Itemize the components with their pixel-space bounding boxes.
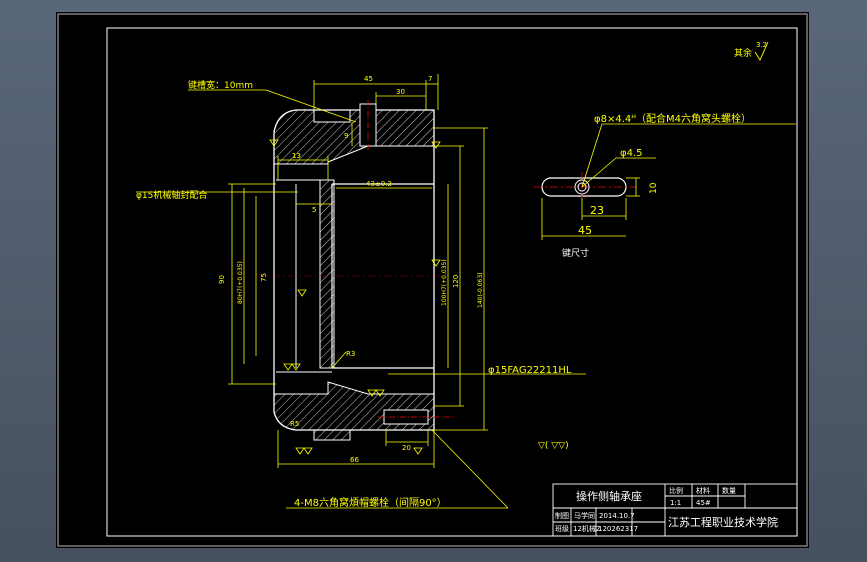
key-hole-inner bbox=[577, 182, 587, 192]
keyway-label: 键槽宽：10mm bbox=[188, 79, 253, 91]
title-part-name: 操作侧轴承座 bbox=[576, 489, 642, 503]
title-drawn-date: 2014.10.7 bbox=[599, 512, 635, 520]
title-qty-hdr: 数量 bbox=[722, 486, 736, 495]
bearing-label: φ15FAG22211HL bbox=[488, 365, 572, 376]
roughness-mark-2 bbox=[297, 289, 307, 297]
key-caption: 键尺寸 bbox=[562, 247, 589, 259]
inner-frame bbox=[106, 27, 798, 537]
key-hole-outer bbox=[574, 179, 590, 195]
title-student-no: 120262317 bbox=[598, 525, 638, 533]
dim-13: 13 bbox=[292, 152, 301, 160]
key-dim-23: 23 bbox=[590, 204, 604, 217]
dim-r3: R3 bbox=[346, 350, 355, 358]
outer-frame bbox=[57, 13, 808, 547]
drawing-canvas[interactable]: 其余 3.2 bbox=[56, 12, 809, 548]
key-dim-10: 10 bbox=[649, 182, 659, 194]
title-scale: 1:1 bbox=[670, 499, 681, 507]
dim-43: 43±0.2 bbox=[366, 180, 392, 188]
title-material-hdr: 材料 bbox=[696, 486, 710, 495]
key-hole-label: φ8×4.4ᴴ（配合M4六角窝头螺栓） bbox=[594, 112, 751, 125]
dim-75: 75 bbox=[260, 273, 268, 282]
title-block bbox=[552, 483, 798, 537]
key-small-hole-label: φ4.5 bbox=[620, 148, 643, 159]
seal-label: φ15机械轴封配合 bbox=[136, 189, 207, 201]
dim-66: 66 bbox=[350, 456, 359, 464]
dim-120: 120 bbox=[452, 275, 460, 288]
bolt-label: 4-M8六角窝煩帽螺栓（间隔90°） bbox=[294, 496, 447, 509]
dim-45: 45 bbox=[364, 75, 373, 83]
title-drawn-name: 马学同 bbox=[574, 511, 595, 520]
dimension-lines bbox=[136, 74, 586, 509]
roughness-mark-8 bbox=[413, 447, 423, 455]
title-scale-hdr: 比例 bbox=[669, 486, 683, 495]
title-class-lbl: 班级 bbox=[555, 524, 569, 533]
dim-100: 100H7(+0.035) bbox=[441, 259, 448, 306]
key-detail: φ8×4.4ᴴ（配合M4六角窝头螺栓） φ4.5 10 23 45 键尺寸 bbox=[534, 112, 796, 259]
part-outline bbox=[273, 109, 435, 431]
roughness-mark-3 bbox=[283, 363, 301, 371]
title-class-val: 12机械2 bbox=[573, 524, 600, 533]
dim-9: 9 bbox=[344, 132, 348, 140]
roughness-mark-1 bbox=[269, 139, 279, 147]
title-drawn-lbl: 制图 bbox=[555, 511, 569, 520]
roughness-label: 其余 bbox=[734, 47, 752, 59]
dim-90: 90 bbox=[218, 275, 226, 284]
title-material: 45# bbox=[696, 499, 711, 507]
dim-30: 30 bbox=[396, 88, 405, 96]
drawing-svg: 其余 3.2 bbox=[57, 13, 808, 547]
roughness-value: 3.2 bbox=[756, 41, 767, 49]
dim-r5: R5 bbox=[290, 420, 299, 428]
dim-20: 20 bbox=[402, 444, 411, 452]
roughness-symbol bbox=[754, 41, 769, 61]
key-dim-45: 45 bbox=[578, 224, 592, 237]
roughness-mark-4 bbox=[367, 389, 385, 397]
dim-80: 80H7(+0.035) bbox=[237, 261, 244, 304]
roughness-mark-7 bbox=[295, 447, 313, 455]
bottom-roughness-symbols: ▽( ▽▽) bbox=[538, 441, 569, 451]
roughness-mark-6 bbox=[431, 259, 441, 267]
dim-7: 7 bbox=[428, 75, 432, 83]
dim-5: 5 bbox=[312, 206, 316, 214]
roughness-mark-5 bbox=[431, 141, 441, 149]
dim-140: 140(-0.063) bbox=[477, 273, 484, 308]
title-school: 江苏工程职业技术学院 bbox=[668, 515, 778, 529]
